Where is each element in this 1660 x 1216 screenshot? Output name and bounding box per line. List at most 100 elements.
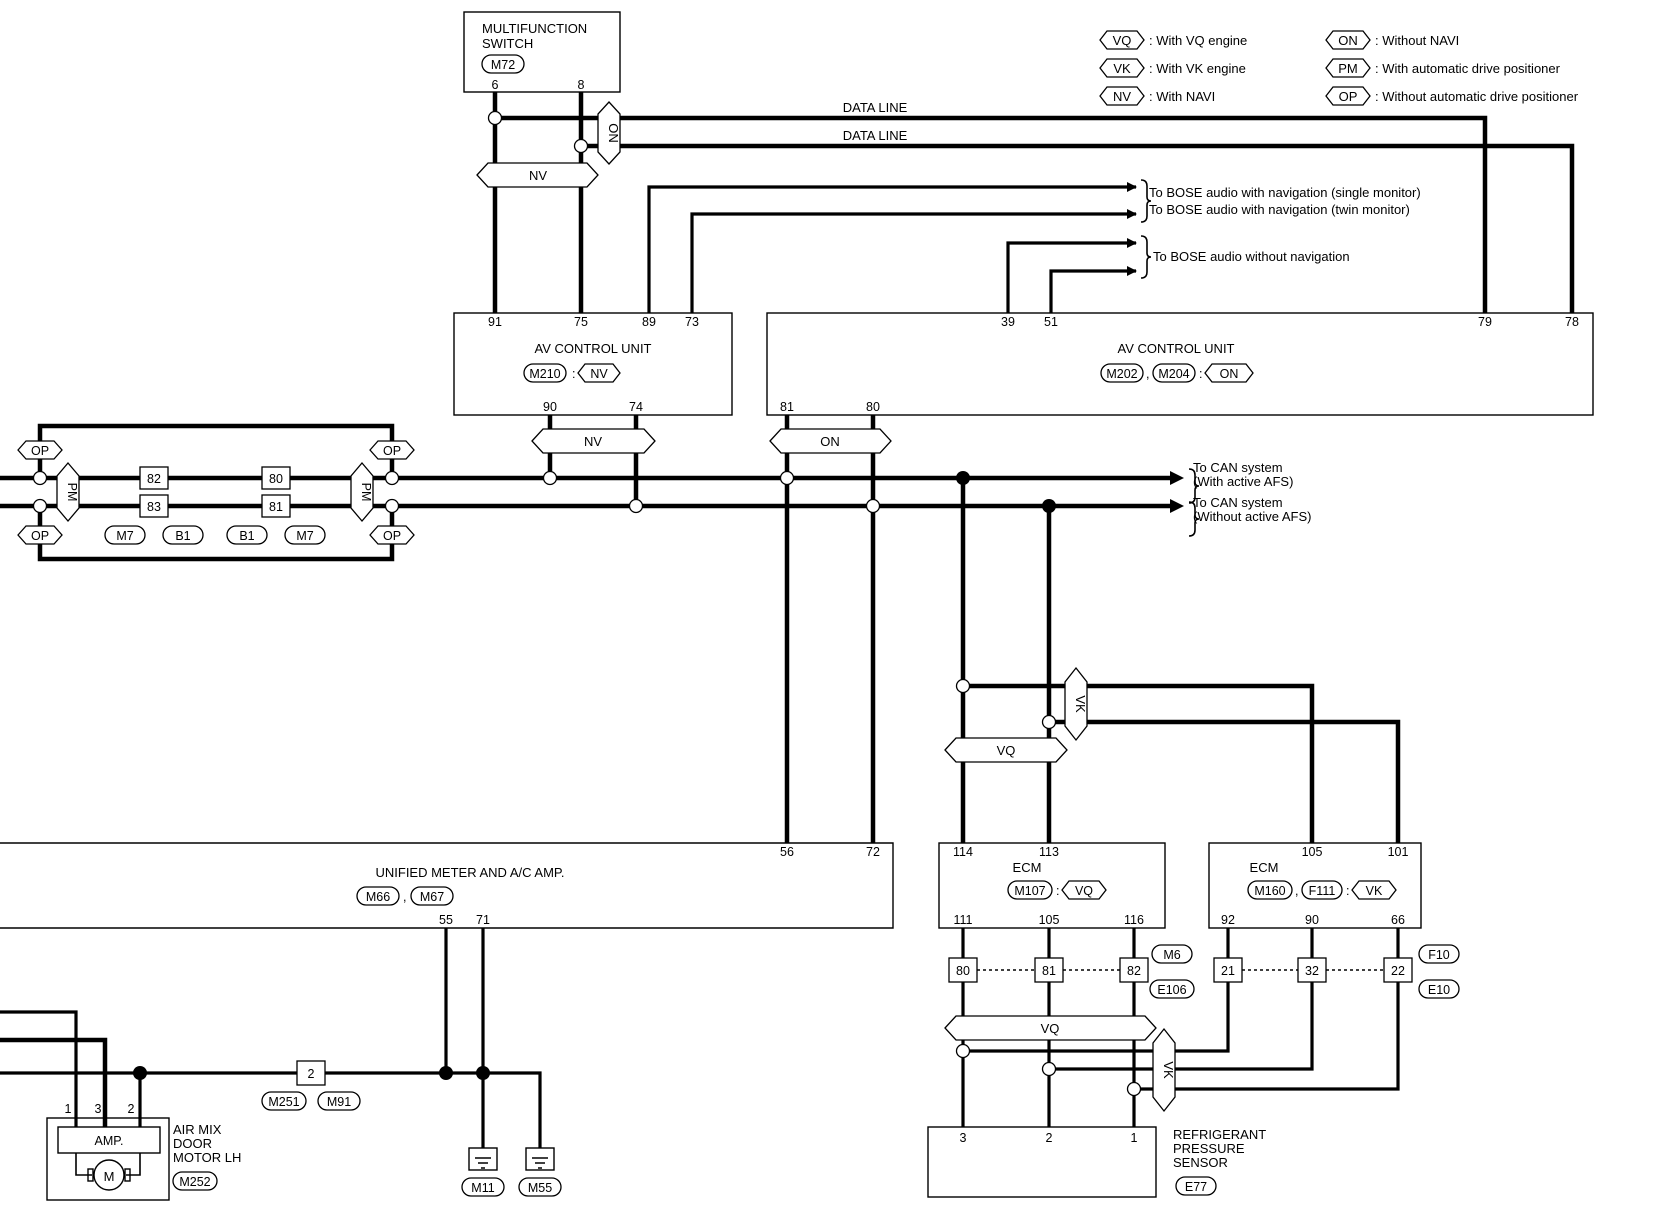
bose-label-twin: To BOSE audio with navigation (twin moni… <box>1149 202 1410 217</box>
svg-text:E10: E10 <box>1428 983 1450 997</box>
svg-text:B1: B1 <box>175 529 190 543</box>
switch-name-line1: MULTIFUNCTION <box>482 21 587 36</box>
pin-label: 79 <box>1478 315 1492 329</box>
svg-text:ON: ON <box>820 434 840 449</box>
legend-item-on: ON : Without NAVI <box>1325 30 1459 50</box>
unified-meter-ac-amp: 56 72 UNIFIED METER AND A/C AMP. M66 , M… <box>0 842 894 929</box>
option-tag-nv-bottom: NV <box>531 428 656 454</box>
bose-label-without: To BOSE audio without navigation <box>1153 249 1350 264</box>
switch-name-line2: SWITCH <box>482 36 533 51</box>
svg-text:82: 82 <box>1127 964 1141 978</box>
unit-title: ECM <box>1013 860 1042 875</box>
svg-text:VQ: VQ <box>1075 884 1093 898</box>
multifunction-switch: MULTIFUNCTION SWITCH M72 6 8 <box>463 11 621 93</box>
svg-text::: : <box>1199 367 1202 381</box>
svg-text:VQ: VQ <box>1041 1021 1060 1036</box>
legend-text: : With VQ engine <box>1149 33 1247 48</box>
svg-text:DOOR: DOOR <box>173 1136 212 1151</box>
svg-text:71: 71 <box>476 913 490 927</box>
svg-text:M7: M7 <box>296 529 313 543</box>
svg-text:M251: M251 <box>268 1095 299 1109</box>
svg-text:81: 81 <box>269 500 283 514</box>
svg-text:,: , <box>403 890 406 904</box>
svg-text:,: , <box>1295 884 1298 898</box>
svg-text:F111: F111 <box>1309 884 1336 898</box>
svg-text:81: 81 <box>1042 964 1056 978</box>
ground-connector: M55 <box>528 1181 552 1195</box>
connector-label: M202 <box>1106 367 1137 381</box>
svg-text:E77: E77 <box>1185 1180 1207 1194</box>
legend-item-op: OP : Without automatic drive positioner <box>1325 86 1579 106</box>
joint-connector-f10-e10: 21 32 22 F10 E10 <box>1213 944 1460 999</box>
svg-text::: : <box>1056 884 1059 898</box>
legend-text: : With VK engine <box>1149 61 1246 76</box>
svg-text:OP: OP <box>31 529 49 543</box>
av-control-unit-nv: 91 75 89 73 AV CONTROL UNIT M210 : NV 90… <box>453 312 733 416</box>
legend-item-pm: PM : With automatic drive positioner <box>1325 58 1561 78</box>
svg-text:101: 101 <box>1388 845 1409 859</box>
can-label: To CAN system <box>1193 495 1283 510</box>
svg-text:E106: E106 <box>1157 983 1186 997</box>
refrigerant-pressure-sensor: 3 2 1 REFRIGERANT PRESSURE SENSOR E77 <box>927 1126 1266 1198</box>
joint-connector-m7-b1: 82 83 80 81 M7 B1 B1 M7 <box>104 466 326 545</box>
svg-text:55: 55 <box>439 913 453 927</box>
joint-connector-m6-e106: 80 81 82 M6 E106 <box>948 944 1195 999</box>
option-tag-vq-sensor: VQ <box>944 1015 1157 1041</box>
svg-text:B1: B1 <box>239 529 254 543</box>
unit-title: UNIFIED METER AND A/C AMP. <box>375 865 564 880</box>
option-tag-vk-sensor: VK <box>1152 1027 1176 1113</box>
svg-text:2: 2 <box>128 1102 135 1116</box>
unit-title: ECM <box>1250 860 1279 875</box>
svg-text:116: 116 <box>1124 913 1144 927</box>
svg-text:114: 114 <box>953 845 973 859</box>
svg-text:VK: VK <box>1161 1061 1176 1079</box>
svg-text::: : <box>1346 884 1349 898</box>
ground-connector: M11 <box>471 1181 494 1195</box>
pin-label: 81 <box>780 400 794 414</box>
svg-text:105: 105 <box>1039 913 1060 927</box>
svg-text:66: 66 <box>1391 913 1405 927</box>
svg-text:M252: M252 <box>179 1175 210 1189</box>
svg-text:M91: M91 <box>327 1095 351 1109</box>
ground-symbols: M11 M55 <box>461 1147 562 1197</box>
option-tag-on-vertical: ON <box>597 101 621 165</box>
tag-text: ON <box>1220 367 1239 381</box>
svg-text:3: 3 <box>95 1102 102 1116</box>
bose-wires <box>647 179 1152 313</box>
svg-text:AMP.: AMP. <box>95 1134 124 1148</box>
svg-text:21: 21 <box>1221 964 1235 978</box>
svg-text:113: 113 <box>1039 845 1059 859</box>
option-tag-pm: PM PM <box>56 461 374 523</box>
can-bus-wires <box>0 415 1401 843</box>
connector-label: M72 <box>491 58 515 72</box>
option-tag-vq: VQ <box>944 737 1068 763</box>
svg-text:1: 1 <box>1131 1131 1138 1145</box>
legend-text: : With NAVI <box>1149 89 1215 104</box>
svg-text:M107: M107 <box>1014 884 1045 898</box>
tag-text: NV <box>590 367 608 381</box>
pin-label: 89 <box>642 315 656 329</box>
connector-label: M204 <box>1158 367 1189 381</box>
svg-text:22: 22 <box>1391 964 1405 978</box>
air-mix-door-motor: AMP. M 1 3 2 AIR MIX DOOR MOTOR LH M252 <box>46 1102 241 1201</box>
pin-label: 80 <box>866 400 880 414</box>
svg-text:SENSOR: SENSOR <box>1173 1155 1228 1170</box>
svg-text:,: , <box>1146 367 1149 381</box>
pin-label: 74 <box>629 400 643 414</box>
legend-item-nv: NV : With NAVI <box>1099 86 1215 106</box>
tag-text: NV <box>529 168 547 183</box>
svg-text:2: 2 <box>1046 1131 1053 1145</box>
svg-text:80: 80 <box>956 964 970 978</box>
svg-text:M160: M160 <box>1254 884 1285 898</box>
av-control-unit-on: 39 51 79 78 AV CONTROL UNIT M202 , M204 … <box>766 312 1594 416</box>
svg-text:M7: M7 <box>116 529 133 543</box>
splice-connector: 2 M251 M91 <box>261 1060 361 1111</box>
pin-label: 8 <box>578 78 585 92</box>
svg-text:32: 32 <box>1305 964 1319 978</box>
svg-text:NV: NV <box>584 434 602 449</box>
data-line-label: DATA LINE <box>843 100 908 115</box>
svg-text:92: 92 <box>1221 913 1235 927</box>
svg-text:56: 56 <box>780 845 794 859</box>
legend-text: : Without NAVI <box>1375 33 1459 48</box>
